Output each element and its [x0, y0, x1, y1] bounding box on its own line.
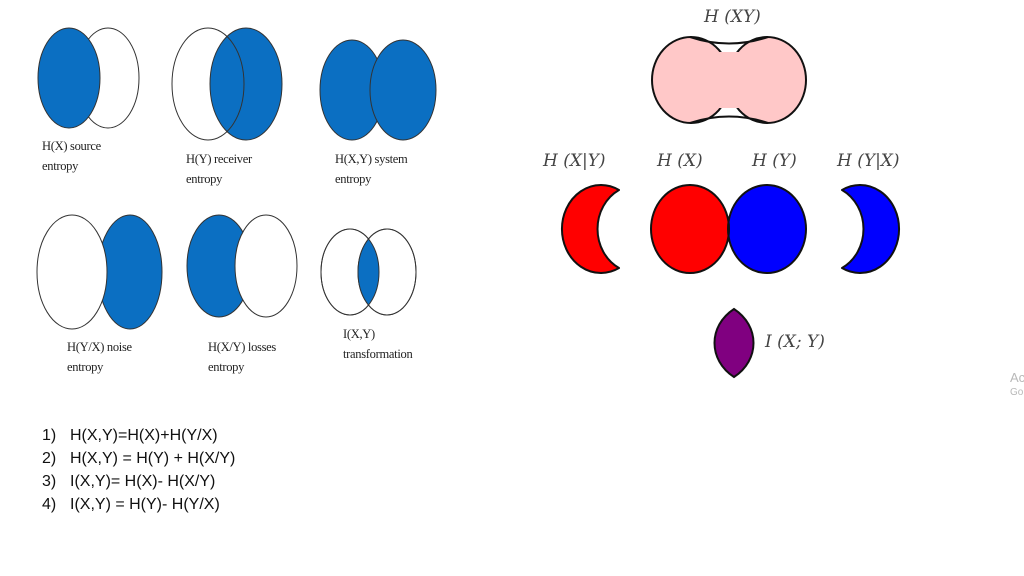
circle-y: [234, 214, 298, 318]
circle-y-outline: [357, 228, 417, 316]
label-system-entropy: H(X,Y) system entropy: [335, 149, 408, 189]
formula-item: 3) I(X,Y)= H(X)- H(X/Y): [42, 470, 235, 493]
label-line2: entropy: [67, 360, 104, 374]
hx-label: H (X): [657, 151, 703, 171]
circle-x-outline: [210, 28, 245, 140]
label-mutual-information: I(X,Y) transformation: [343, 324, 413, 364]
circle-x-outline: [320, 228, 380, 316]
label-line2: entropy: [335, 172, 372, 186]
joint-entropy-label: H (XY): [704, 7, 761, 27]
formula-list: 1) H(X,Y)=H(X)+H(Y/X) 2) H(X,Y) = H(Y) + H…: [42, 424, 235, 516]
circle-x: [37, 27, 101, 129]
joint-entropy-shape: [651, 36, 807, 124]
hx-hy-circles: [650, 184, 807, 274]
hy-given-x-label: H (Y|X): [837, 151, 900, 171]
label-line1: H(X,Y) system: [335, 152, 408, 166]
label-source-entropy: H(X) source entropy: [42, 136, 101, 176]
formula-item: 4) I(X,Y) = H(Y)- H(Y/X): [42, 493, 235, 516]
watermark-line1: Ac: [1010, 370, 1024, 385]
label-line1: H(Y/X) noise: [67, 340, 132, 354]
formula-text: I(X,Y) = H(Y)- H(Y/X): [70, 496, 220, 513]
conditional-hx-shape: [561, 184, 620, 274]
label-line2: entropy: [208, 360, 245, 374]
formula-number: 3): [42, 473, 57, 490]
label-noise-entropy: H(Y/X) noise entropy: [67, 337, 132, 377]
formula-number: 2): [42, 450, 57, 467]
hy-circle: [728, 185, 806, 273]
label-line2: entropy: [42, 159, 79, 173]
circle-y: [369, 39, 437, 141]
venn-receiver-entropy: [171, 27, 283, 141]
formula-text: H(X,Y)=H(X)+H(Y/X): [70, 427, 218, 444]
hy-label: H (Y): [752, 151, 797, 171]
circle-x: [36, 214, 108, 330]
watermark-line2: Go: [1010, 387, 1024, 398]
label-line1: H(X) source: [42, 139, 101, 153]
venn-noise-entropy: [36, 214, 163, 330]
formula-item: 1) H(X,Y)=H(X)+H(Y/X): [42, 424, 235, 447]
circle-y: [97, 214, 163, 330]
venn-system-entropy: [319, 39, 437, 141]
label-line2: transformation: [343, 347, 413, 361]
label-losses-entropy: H(X/Y) losses entropy: [208, 337, 276, 377]
formula-item: 2) H(X,Y) = H(Y) + H(X/Y): [42, 447, 235, 470]
conditional-hy-shape: [841, 184, 900, 274]
formula-number: 1): [42, 427, 57, 444]
hx-circle: [651, 185, 729, 273]
label-line1: I(X,Y): [343, 327, 375, 341]
label-line1: H(X/Y) losses: [208, 340, 276, 354]
venn-mutual-information: [320, 228, 417, 316]
venn-losses-entropy: [186, 214, 298, 318]
overlap-region: [358, 229, 379, 315]
hx-given-y-label: H (X|Y): [543, 151, 606, 171]
formula-text: H(X,Y) = H(Y) + H(X/Y): [70, 450, 236, 467]
activation-watermark: Ac Go: [1010, 370, 1024, 400]
mutual-information-label: I (X; Y): [765, 332, 825, 352]
formula-number: 4): [42, 496, 57, 513]
label-receiver-entropy: H(Y) receiver entropy: [186, 149, 252, 189]
formula-text: I(X,Y)= H(X)- H(X/Y): [70, 473, 216, 490]
circle-y: [209, 27, 283, 141]
label-line2: entropy: [186, 172, 223, 186]
venn-source-entropy: [37, 27, 140, 129]
label-line1: H(Y) receiver: [186, 152, 252, 166]
mutual-information-shape: [713, 307, 755, 379]
